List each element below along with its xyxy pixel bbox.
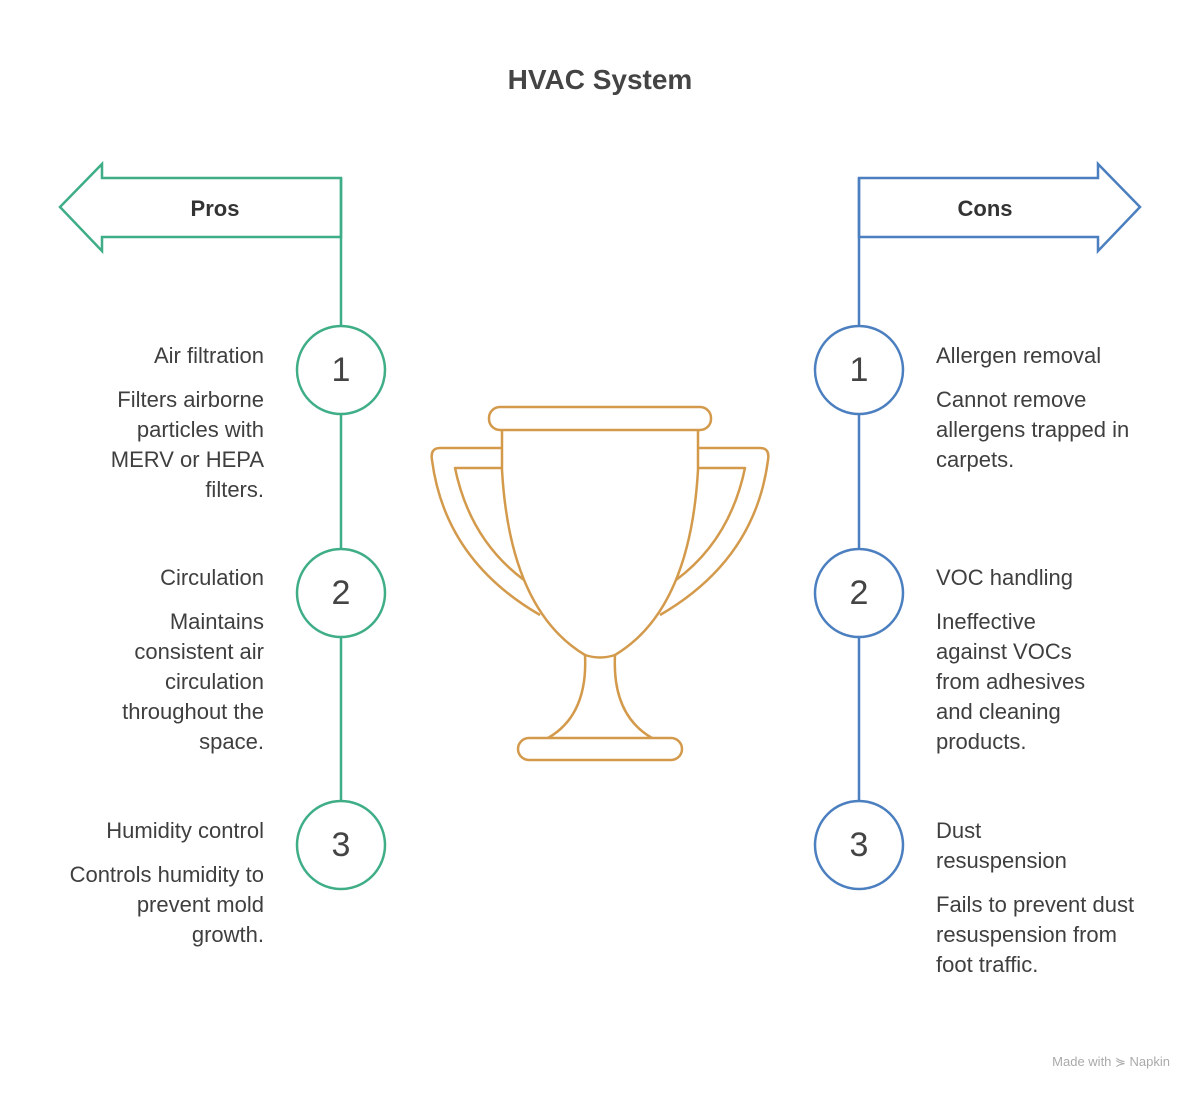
- pros-item-title: Circulation: [160, 565, 264, 590]
- cons-item-description: Fails to prevent dust resuspension from …: [936, 892, 1135, 977]
- cons-circle-2: [813, 547, 905, 639]
- cons-number-2: 2: [849, 574, 869, 612]
- pros-item-1: Air filtration Filters airborne particle…: [24, 341, 264, 505]
- pros-item-description: Filters airborne particles with MERV or …: [110, 387, 264, 502]
- trophy-icon: [430, 405, 770, 762]
- cons-item-1: Allergen removal Cannot remove allergens…: [936, 341, 1176, 475]
- cons-item-description: Cannot remove allergens trapped in carpe…: [936, 387, 1130, 472]
- pros-item-title: Air filtration: [153, 343, 264, 368]
- pros-header: Pros: [190, 196, 240, 221]
- cons-header: Cons: [957, 196, 1013, 221]
- pros-number-2: 2: [331, 574, 351, 612]
- cons-item-title: Dust resuspension: [936, 818, 1067, 873]
- pros-item-3: Humidity control Controls humidity to pr…: [24, 816, 264, 950]
- pros-number-1: 1: [331, 351, 351, 389]
- cons-item-2: VOC handling Ineffective against VOCs fr…: [936, 563, 1176, 757]
- diagram-title: HVAC System: [507, 64, 693, 95]
- cons-number-3: 3: [849, 826, 869, 864]
- cons-number-1: 1: [849, 351, 869, 389]
- cons-circle-1: [813, 324, 905, 416]
- cons-circle-3: [813, 799, 905, 891]
- pros-item-2: Circulation Maintains consistent air cir…: [24, 563, 264, 757]
- cons-item-3: Dust resuspension Fails to prevent dust …: [936, 816, 1176, 980]
- napkin-watermark: Made with ⋟ Napkin: [1052, 1054, 1170, 1069]
- pros-circle-1: [295, 324, 387, 416]
- cons-item-description: Ineffective against VOCs from adhesives …: [936, 609, 1086, 754]
- cons-item-title: VOC handling: [936, 565, 1073, 590]
- cons-item-title: Allergen removal: [936, 343, 1102, 368]
- pros-number-3: 3: [331, 826, 351, 864]
- pros-circle-3: [295, 799, 387, 891]
- pros-item-description: Controls humidity to prevent mold growth…: [69, 862, 264, 947]
- pros-circle-2: [295, 547, 387, 639]
- pros-item-description: Maintains consistent air circulation thr…: [122, 609, 264, 754]
- pros-item-title: Humidity control: [106, 818, 264, 843]
